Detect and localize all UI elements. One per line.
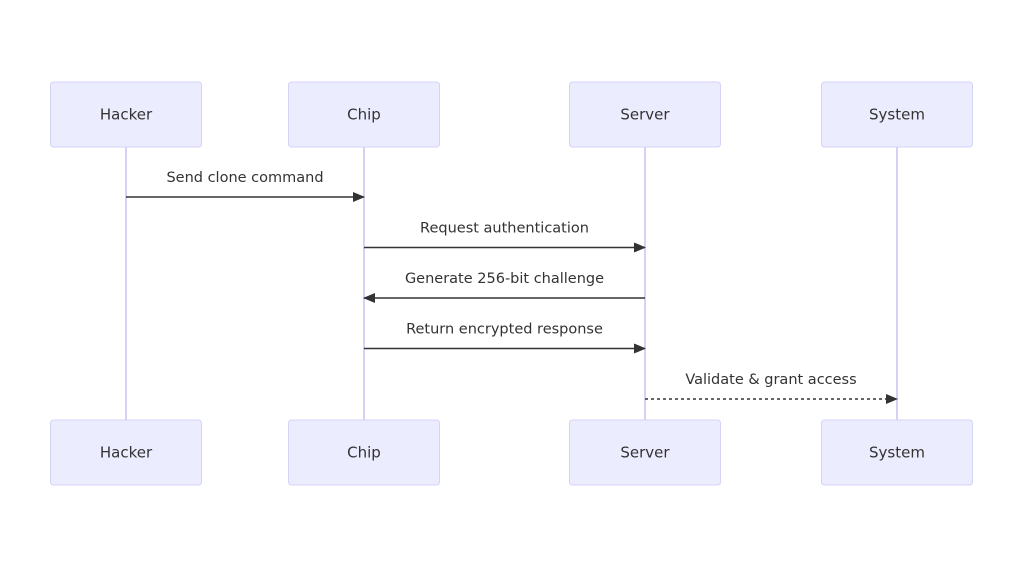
actor-chip-bottom: Chip [288,419,440,486]
message-5: Validate & grant access [645,372,898,404]
actor-box [50,81,202,148]
actor-server-top: Server [569,81,721,148]
actor-box [50,419,202,486]
message-2: Request authentication [364,221,646,253]
actor-label: System [869,444,925,462]
message-label: Validate & grant access [685,372,856,388]
message-label: Generate 256-bit challenge [405,271,604,287]
actor-box [821,81,973,148]
actor-label: Chip [347,106,381,124]
actor-label: Chip [347,444,381,462]
actors-bottom: Hacker Chip Server System [50,419,973,486]
actor-box [569,81,721,148]
actor-box [821,419,973,486]
message-label: Request authentication [420,221,589,237]
actor-label: Hacker [100,444,153,462]
actor-label: Server [620,106,670,124]
actor-hacker-top: Hacker [50,81,202,148]
actors-top: Hacker Chip Server System [50,81,973,148]
message-3: Generate 256-bit challenge [363,271,645,303]
actor-label: System [869,106,925,124]
actor-chip-top: Chip [288,81,440,148]
message-4: Return encrypted response [364,322,646,354]
actor-box [288,419,440,486]
message-label: Return encrypted response [406,322,603,338]
actor-box [569,419,721,486]
message-1: Send clone command [126,170,365,202]
actor-system-bottom: System [821,419,973,486]
actor-box [288,81,440,148]
actor-label: Server [620,444,670,462]
actor-system-top: System [821,81,973,148]
actor-label: Hacker [100,106,153,124]
message-label: Send clone command [166,170,323,186]
actor-hacker-bottom: Hacker [50,419,202,486]
actor-server-bottom: Server [569,419,721,486]
